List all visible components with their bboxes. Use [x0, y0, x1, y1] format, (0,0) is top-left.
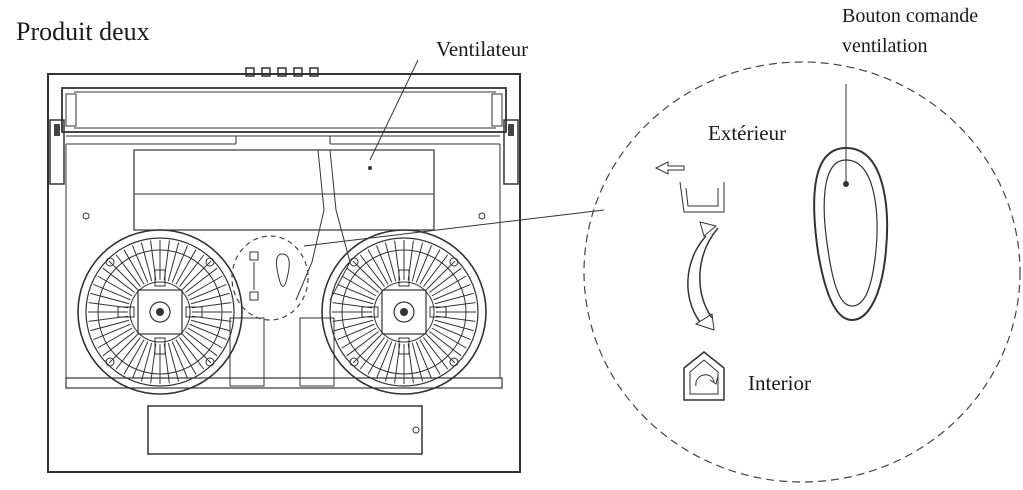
arrow-exterior-icon [654, 161, 725, 213]
control-buttons [245, 67, 319, 77]
double-arrow-icon [687, 221, 719, 331]
zoom-detail-circle [583, 61, 1021, 483]
diagram-title: Produit deux [16, 17, 150, 46]
knob-slot-icon [813, 146, 889, 322]
interior-label: Interior [748, 371, 811, 395]
bouton-label-line2: ventilation [842, 35, 928, 57]
ventilateur-label: Ventilateur [436, 37, 528, 61]
zoom-source-circle [231, 235, 309, 321]
left-fan-icon [77, 229, 243, 395]
exterieur-label: Extérieur [708, 121, 786, 145]
bouton-label-line1: Bouton comande [842, 5, 978, 27]
knob-slot-small-icon [249, 251, 290, 301]
range-hood [47, 67, 521, 473]
recirculation-icon [683, 351, 725, 401]
right-fan-icon [321, 229, 487, 395]
